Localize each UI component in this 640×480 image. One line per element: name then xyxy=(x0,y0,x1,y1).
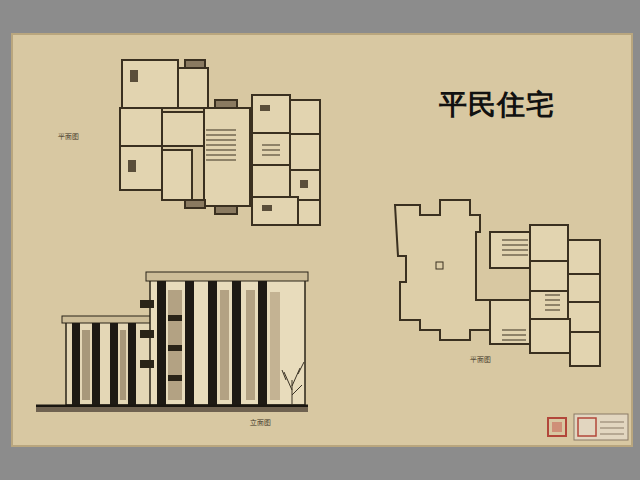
stair-hatch-right xyxy=(502,240,560,340)
furniture-marks xyxy=(128,70,308,211)
paper-sheet xyxy=(12,34,632,446)
column-mark xyxy=(436,262,443,269)
paper-edge xyxy=(12,34,632,446)
stair-hatch xyxy=(206,130,280,160)
seal-stamp xyxy=(548,414,628,440)
floor-plan-right xyxy=(490,225,600,366)
drawing-label: 平面图 xyxy=(58,132,79,142)
drawing-label: 立面图 xyxy=(250,418,271,428)
drawing-label: 平面图 xyxy=(470,355,491,365)
building-elevation xyxy=(36,272,308,412)
tree-sketch xyxy=(282,362,304,405)
sheet-title: 平民住宅 xyxy=(439,86,555,124)
floor-plan-open-hall xyxy=(395,200,490,340)
floor-plan-upper xyxy=(120,60,320,225)
